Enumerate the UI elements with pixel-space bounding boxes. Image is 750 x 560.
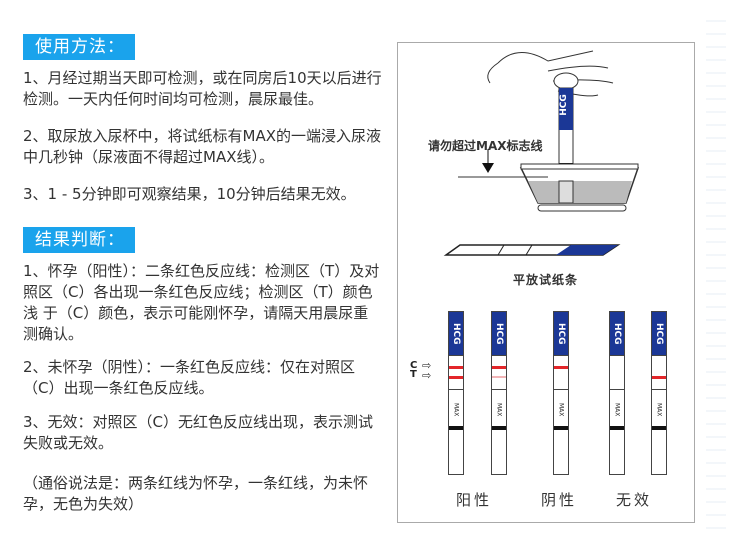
usage-step-2: 2、取尿放入尿杯中，将试纸标有MAX的一端浸入尿液中几秒钟（尿液面不得超过MAX…	[23, 127, 382, 166]
result-positive: 1、怀孕（阳性）：二条红色反应线：检测区（T）及对照区（C）各出现一条红色反应线…	[23, 262, 380, 343]
svg-text:HCG: HCG	[559, 94, 569, 116]
label-negative: 阴性	[541, 491, 578, 509]
flat-strip-illustration	[443, 244, 621, 256]
label-invalid: 无效	[616, 491, 653, 509]
result-strip-invalid-none: HCG MAX	[609, 311, 625, 475]
result-strip-negative: HCG MAX	[553, 311, 569, 475]
flat-strip-label: 平放试纸条	[513, 273, 579, 287]
result-strip-positive-strong: HCG MAX	[448, 311, 464, 475]
max-warning-label: 请勿超过MAX标志线	[428, 139, 543, 153]
test-line	[449, 376, 463, 379]
results-section-title: 结果判断：	[23, 227, 135, 253]
t-arrow-icon: ⇨	[422, 369, 432, 382]
control-line	[449, 366, 463, 369]
usage-section-title: 使用方法：	[23, 34, 135, 60]
usage-step-1: 1、月经过期当天即可检测，或在同房后10天以后进行检测。一天内任何时间均可检测，…	[23, 69, 382, 108]
control-line	[492, 366, 506, 369]
result-strip-invalid-t-only: HCG MAX	[651, 311, 667, 475]
result-strip-positive-faint: HCG MAX	[491, 311, 507, 475]
usage-step-3: 3、1 - 5分钟即可观察结果，10分钟后结果无效。	[23, 185, 356, 203]
result-invalid: 3、无效：对照区（C）无红色反应线出现，表示测试失败或无效。	[23, 413, 374, 452]
result-summary: （通俗说法是：两条红线为怀孕，一条红线，为未怀孕，无色为失效）	[23, 474, 369, 513]
result-negative: 2、未怀孕（阴性）：一条红色反应线：仅在对照区（C）出现一条红色反应线。	[23, 358, 356, 397]
c-arrow-icon: ⇨	[422, 359, 432, 372]
control-line	[554, 366, 568, 369]
test-line	[652, 376, 666, 379]
decorative-dots	[706, 20, 726, 540]
dipping-illustration: HCG	[458, 50, 640, 212]
test-line-faint	[492, 376, 506, 378]
label-positive: 阳性	[456, 491, 493, 509]
